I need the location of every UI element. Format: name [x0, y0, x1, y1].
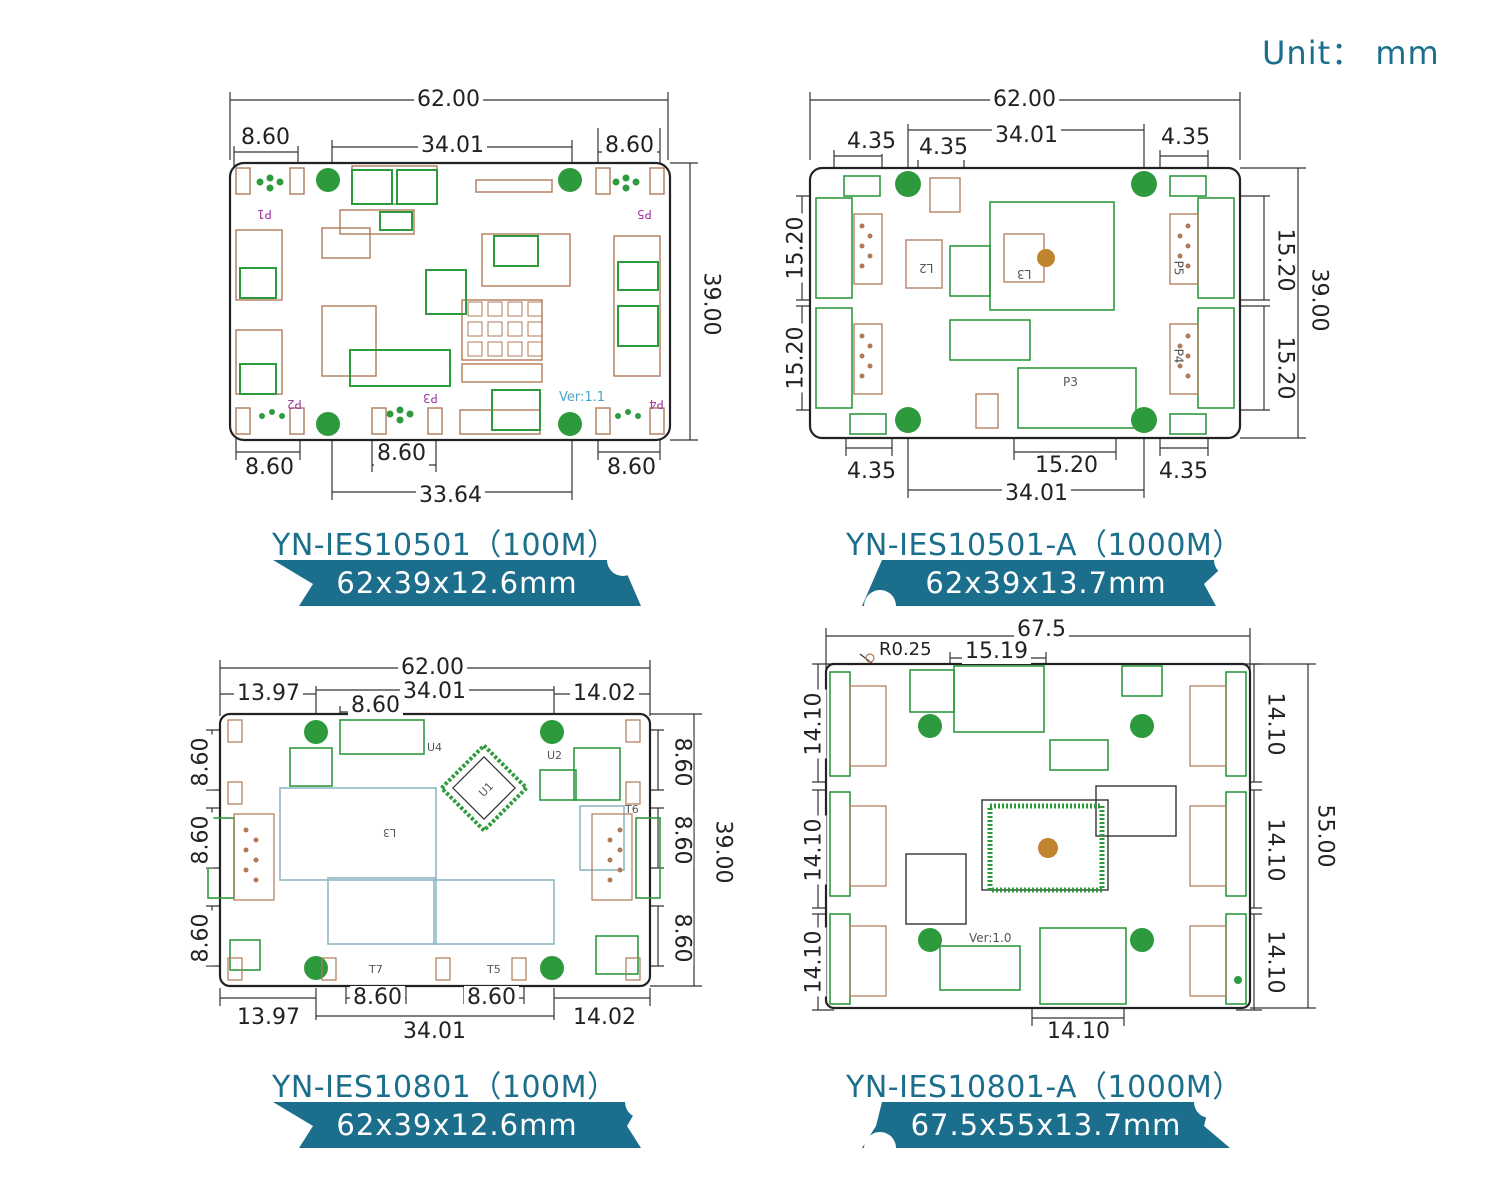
dim-top-left: 8.60 [238, 126, 293, 150]
silk-t6: T6 [625, 803, 639, 816]
dim-left-1: 14.10 [801, 689, 827, 759]
board-panel-ies10801: 62.00 13.97 34.01 14.02 8.60 8.60 8.60 8… [0, 610, 750, 1188]
dim-bottom-center: 15.20 [1032, 454, 1101, 478]
board-title: YN-IES10501（100M） [272, 528, 618, 563]
dim-top-connector: 8.60 [348, 694, 403, 718]
dim-radius: R0.25 [876, 638, 935, 662]
silk-p4: P4 [649, 397, 664, 411]
dim-height: 39.00 [698, 269, 723, 339]
board-panel-ies10801a: 67.5 R0.25 15.19 14.10 14.10 14.10 55.00… [750, 610, 1500, 1188]
dim-left-3: 8.60 [188, 910, 214, 966]
dim-bottom-center: 8.60 [374, 442, 429, 466]
size-ribbon: 62x39x12.6mm [273, 1102, 641, 1148]
size-ribbon: 62x39x12.6mm [273, 560, 641, 606]
dim-right-upper: 15.20 [1272, 225, 1297, 295]
dim-width: 67.5 [1014, 618, 1069, 642]
dim-height: 55.00 [1312, 801, 1337, 871]
dim-right-1: 14.10 [1262, 689, 1287, 759]
dim-height: 39.00 [710, 817, 735, 887]
size-ribbon: 62x39x13.7mm [862, 560, 1230, 606]
dim-bottom-right: 4.35 [1156, 460, 1211, 484]
dim-top-right: 4.35 [1158, 126, 1213, 150]
silk-t5: T5 [487, 963, 501, 976]
dim-bottom-connector-left: 8.60 [350, 986, 405, 1010]
dim-left-1: 8.60 [188, 734, 214, 790]
dim-left-lower: 15.20 [783, 323, 809, 393]
dim-bottom-span: 34.01 [1002, 482, 1071, 506]
dim-height: 39.00 [1306, 265, 1331, 335]
size-label: 62x39x13.7mm [925, 566, 1167, 600]
board-panel-ies10501a: 62.00 34.01 4.35 4.35 4.35 15.20 15.20 3… [750, 0, 1500, 610]
silk-p3: P3 [423, 391, 438, 405]
unit-label: Unit： mm [1262, 34, 1440, 72]
dim-right-2: 14.10 [1262, 815, 1287, 885]
dim-width: 62.00 [398, 656, 467, 680]
dim-width: 62.00 [990, 88, 1059, 112]
board-drawing [206, 660, 702, 1020]
size-ribbon: 67.5x55x13.7mm [862, 1102, 1230, 1148]
dim-top-left: 4.35 [844, 130, 899, 154]
silk-version: Ver:1.0 [969, 931, 1012, 945]
silk-l3: L3 [1017, 267, 1032, 281]
board-drawing [796, 92, 1306, 498]
silk-l3: L3 [383, 826, 397, 839]
dim-right-1: 8.60 [669, 734, 694, 790]
dim-top-center: 34.01 [992, 124, 1061, 148]
dim-top-center: 34.01 [400, 680, 469, 704]
silk-version: Ver:1.1 [559, 390, 606, 405]
dim-top-connector: 15.19 [962, 640, 1031, 664]
silk-l2: L2 [919, 261, 934, 275]
dim-right-2: 8.60 [669, 812, 694, 868]
dim-bottom-center: 34.01 [400, 1020, 469, 1044]
size-label: 67.5x55x13.7mm [910, 1108, 1182, 1142]
silk-p5: P5 [637, 207, 652, 221]
dim-bottom-right: 14.02 [570, 1006, 639, 1030]
dim-bottom-connector: 14.10 [1044, 1020, 1113, 1044]
silk-u4: U4 [427, 741, 443, 754]
dim-bottom-left: 13.97 [234, 1006, 303, 1030]
board-title: YN-IES10801（100M） [272, 1070, 618, 1105]
dim-left-upper: 15.20 [783, 213, 809, 283]
silk-u2: U2 [547, 749, 563, 762]
dim-top-left2: 4.35 [916, 136, 971, 160]
board-title: YN-IES10501-A（1000M） [846, 528, 1243, 563]
silk-p4: P4 [1171, 348, 1186, 364]
silk-p2: P2 [287, 397, 302, 411]
dim-right-lower: 15.20 [1272, 333, 1297, 403]
dim-top-right: 14.02 [570, 682, 639, 706]
dim-bottom-left: 4.35 [844, 460, 899, 484]
dim-bottom-left: 8.60 [242, 456, 297, 480]
dim-width: 62.00 [414, 88, 483, 112]
size-label: 62x39x12.6mm [336, 566, 578, 600]
dim-bottom-connector-right: 8.60 [464, 986, 519, 1010]
silk-p5: P5 [1171, 260, 1186, 276]
dim-left-2: 14.10 [801, 815, 827, 885]
board-panel-ies10501: 62.00 8.60 34.01 8.60 39.00 8.60 8.60 8.… [0, 0, 750, 610]
silk-p1: P1 [257, 207, 272, 221]
dim-left-3: 14.10 [801, 927, 827, 997]
dim-right-3: 8.60 [669, 910, 694, 966]
dim-bottom-span: 33.64 [416, 484, 485, 508]
dim-bottom-right: 8.60 [604, 456, 659, 480]
board-drawing [228, 92, 698, 500]
dim-top-left: 13.97 [234, 682, 303, 706]
dim-left-2: 8.60 [188, 812, 214, 868]
dim-top-center: 34.01 [418, 134, 487, 158]
silk-p3: P3 [1063, 375, 1078, 389]
silk-t7: T7 [369, 963, 383, 976]
size-label: 62x39x12.6mm [336, 1108, 578, 1142]
dim-right-3: 14.10 [1262, 927, 1287, 997]
dim-top-right: 8.60 [602, 134, 657, 158]
board-title: YN-IES10801-A（1000M） [846, 1070, 1243, 1105]
